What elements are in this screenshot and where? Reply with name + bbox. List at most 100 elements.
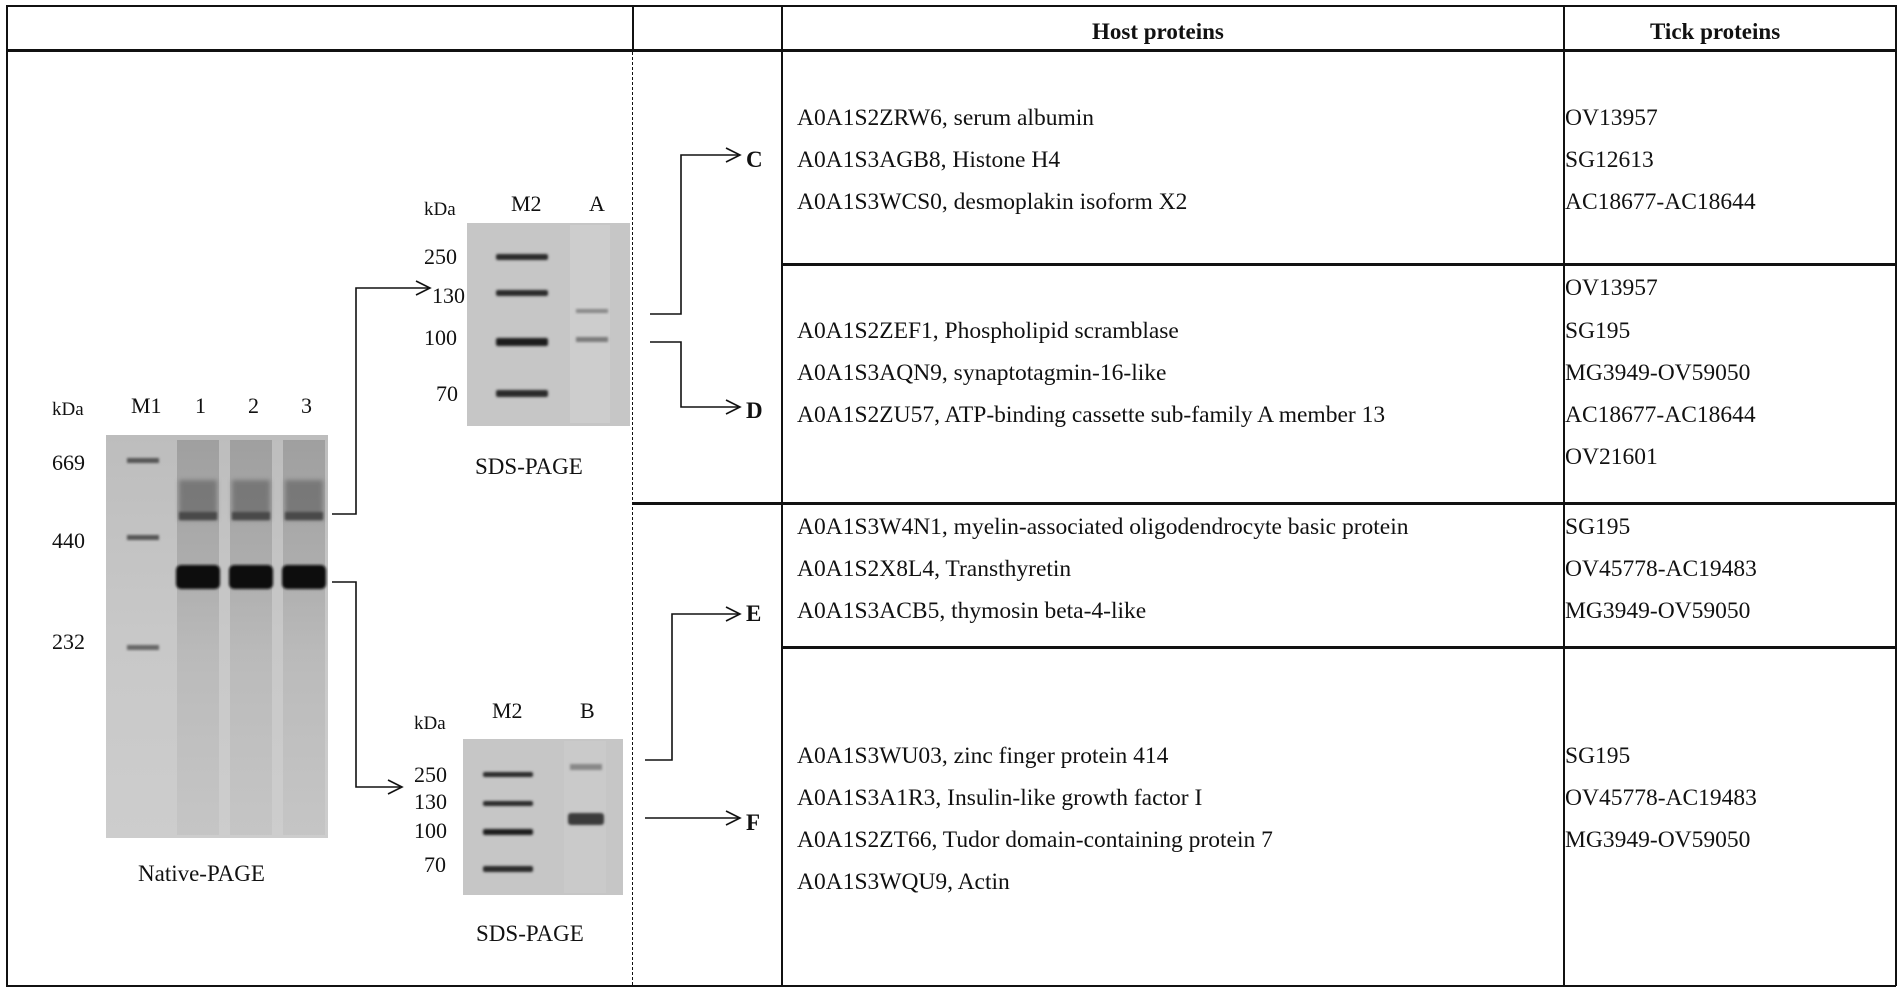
native-gel-background	[106, 435, 328, 838]
arrow-to-d	[650, 341, 738, 408]
arrowhead-c	[725, 147, 742, 163]
row-rule-1	[781, 263, 1896, 266]
sds-a-marker-70	[496, 390, 548, 397]
host-protein-c-2: A0A1S3AGB8, Histone H4	[797, 147, 1061, 173]
tick-protein-f-3: MG3949-OV59050	[1565, 827, 1751, 853]
native-marker-label-232: 232	[52, 629, 85, 654]
sds-page-gel-a	[467, 223, 630, 426]
table-right-border	[1895, 5, 1897, 986]
sds-b-band-upper	[570, 764, 602, 770]
group-letter-e: E	[746, 601, 762, 626]
host-protein-c-3: A0A1S3WCS0, desmoplakin isoform X2	[797, 189, 1188, 215]
native-upper-band-3	[285, 512, 323, 520]
connector-arrows	[332, 154, 738, 819]
sds-a-gel-background	[467, 223, 630, 426]
native-smear-1	[179, 480, 217, 520]
native-marker-label-440: 440	[52, 528, 85, 553]
arrowhead-e	[725, 606, 742, 622]
sds-b-marker-label-130: 130	[414, 789, 447, 814]
table-left-border	[6, 5, 8, 986]
native-main-band-1	[176, 565, 220, 589]
sds-b-marker-label-250: 250	[414, 762, 447, 787]
tick-protein-d-4: AC18677-AC18644	[1565, 402, 1756, 428]
tick-protein-e-1: SG195	[1565, 514, 1631, 540]
arrow-to-sds-a	[332, 287, 428, 515]
host-protein-d-2: A0A1S3AQN9, synaptotagmin-16-like	[797, 360, 1167, 386]
native-marker-669	[127, 458, 159, 463]
native-lane-3	[283, 440, 325, 835]
tick-protein-d-3: MG3949-OV59050	[1565, 360, 1751, 386]
sds-b-marker-100	[483, 829, 533, 835]
native-lane-1	[177, 440, 219, 835]
arrow-to-e	[645, 613, 738, 761]
tick-protein-d-5: OV21601	[1565, 444, 1658, 470]
group-letter-d: D	[746, 398, 763, 423]
sds-a-marker-label-70: 70	[436, 381, 458, 406]
host-protein-f-2: A0A1S3A1R3, Insulin-like growth factor I	[797, 785, 1203, 811]
table-header-rule	[6, 49, 1896, 52]
sds-a-marker-250	[496, 254, 548, 260]
table-top-border	[6, 5, 1896, 7]
sds-a-marker-label-130: 130	[432, 283, 465, 308]
sds-a-marker-130	[496, 290, 548, 296]
dashed-divider	[632, 52, 633, 985]
sds-b-kda-label: kDa	[414, 713, 446, 734]
sds-b-lane-label-b: B	[580, 698, 595, 723]
sds-a-kda-label: kDa	[424, 199, 456, 220]
table-bottom-border	[6, 985, 1896, 987]
host-protein-c-1: A0A1S2ZRW6, serum albumin	[797, 105, 1094, 131]
sds-b-marker-70	[483, 866, 533, 872]
sds-a-marker-label-100: 100	[424, 325, 457, 350]
native-main-band-2	[229, 565, 273, 589]
host-proteins-header: Host proteins	[1092, 19, 1224, 44]
tick-protein-c-2: SG12613	[1565, 147, 1654, 173]
native-main-band-3	[282, 565, 326, 589]
sds-a-band-lower	[576, 337, 608, 342]
sds-b-marker-label-70: 70	[424, 852, 446, 877]
sds-a-band-upper	[576, 309, 608, 313]
host-protein-e-1: A0A1S3W4N1, myelin-associated oligodendr…	[797, 514, 1409, 540]
tick-protein-f-2: OV45778-AC19483	[1565, 785, 1757, 811]
group-letter-f: F	[746, 810, 761, 835]
arrow-to-c	[650, 154, 738, 315]
sds-a-marker-label-250: 250	[424, 244, 457, 269]
sds-a-marker-100	[496, 338, 548, 346]
native-upper-band-2	[232, 512, 270, 520]
column-divider-host	[781, 5, 783, 986]
arrowhead-f	[725, 810, 742, 826]
host-protein-e-3: A0A1S3ACB5, thymosin beta-4-like	[797, 598, 1147, 624]
native-kda-label: kDa	[52, 399, 84, 420]
arrow-to-sds-b	[332, 581, 400, 788]
host-protein-d-3: A0A1S2ZU57, ATP-binding cassette sub-fam…	[797, 402, 1386, 428]
native-gel-caption: Native-PAGE	[138, 861, 265, 886]
arrowhead-sds-a	[415, 280, 432, 296]
tick-protein-e-3: MG3949-OV59050	[1565, 598, 1751, 624]
native-marker-232	[127, 645, 159, 650]
tick-proteins-header: Tick proteins	[1650, 19, 1781, 44]
column-divider-tick	[1563, 5, 1565, 986]
sds-b-marker-130	[483, 801, 533, 806]
host-protein-f-3: A0A1S2ZT66, Tudor domain-containing prot…	[797, 827, 1273, 853]
sds-a-lane-a	[570, 225, 610, 423]
native-lane-label-3: 3	[301, 393, 312, 418]
arrowhead-sds-b	[387, 779, 404, 795]
sds-b-marker-label-100: 100	[414, 818, 447, 843]
native-smear-3	[285, 480, 323, 520]
tick-protein-c-1: OV13957	[1565, 105, 1658, 131]
native-marker-440	[127, 535, 159, 540]
sds-a-lane-label-m2: M2	[511, 191, 542, 216]
sds-b-lane-label-m2: M2	[492, 698, 523, 723]
native-smear-2	[232, 480, 270, 520]
sds-b-band-lower	[568, 813, 604, 825]
native-page-gel	[106, 435, 328, 838]
native-marker-label-669: 669	[52, 450, 85, 475]
tick-protein-f-1: SG195	[1565, 743, 1631, 769]
sds-page-gel-b	[463, 739, 623, 895]
host-protein-d-1: A0A1S2ZEF1, Phospholipid scramblase	[797, 318, 1179, 344]
native-lane-2	[230, 440, 272, 835]
native-upper-band-1	[179, 512, 217, 520]
sds-b-marker-250	[483, 772, 533, 777]
host-protein-f-1: A0A1S3WU03, zinc finger protein 414	[797, 743, 1169, 769]
group-letter-c: C	[746, 147, 763, 172]
sds-a-lane-label-a: A	[589, 191, 605, 216]
